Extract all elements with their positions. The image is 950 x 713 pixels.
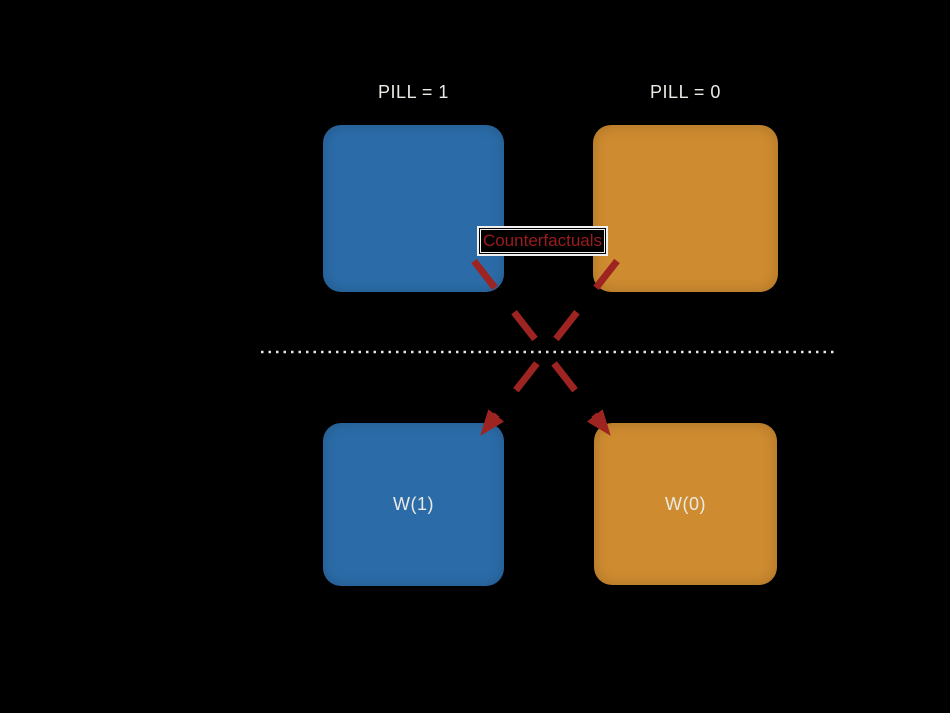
counterfactuals-label: Counterfactuals (482, 231, 603, 250)
w0-label: W(0) (665, 493, 706, 514)
counterfactuals-label-box: Counterfactuals (480, 229, 605, 253)
counterfactual-arrow-to-w0 (471, 258, 611, 436)
pill-1-header: PILL = 1 (378, 82, 449, 102)
counterfactual-arrow-to-w1 (480, 258, 620, 436)
w1-label: W(1) (393, 494, 434, 514)
w1-square: W(1) (323, 423, 504, 586)
pill-0-header: PILL = 0 (650, 82, 721, 102)
pill-0-square (593, 125, 778, 292)
w0-square: W(0) (594, 423, 777, 585)
